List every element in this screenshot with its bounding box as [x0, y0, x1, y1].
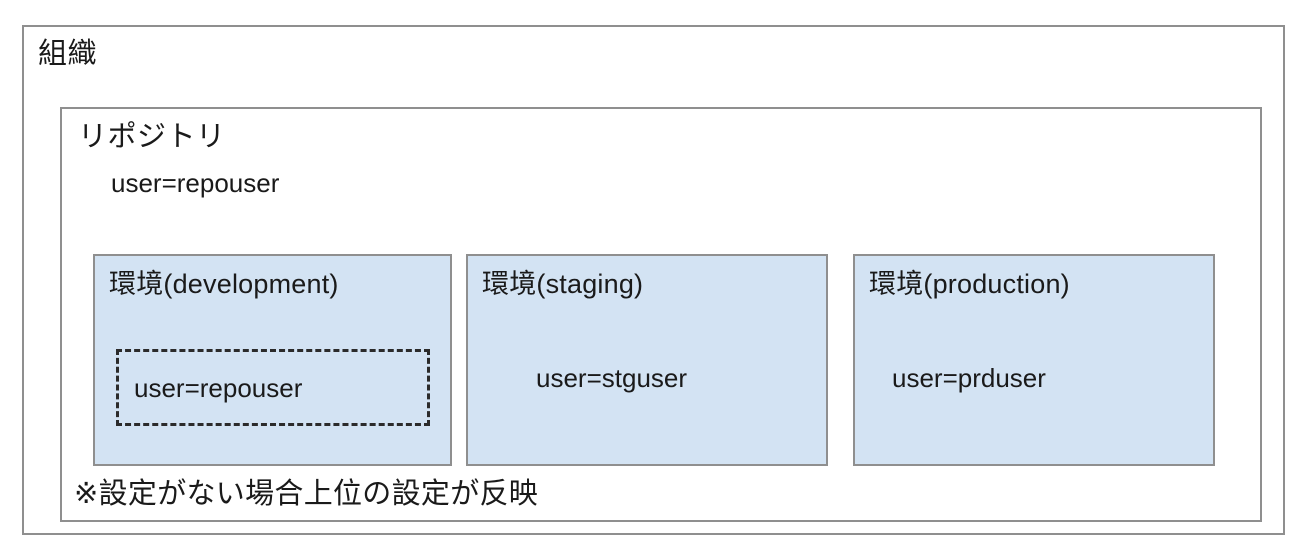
environment-box-staging: 環境(staging) user=stguser — [466, 254, 828, 466]
repository-title: リポジトリ — [78, 121, 226, 153]
environment-title-production: 環境(production) — [869, 269, 1070, 299]
environment-title-staging: 環境(staging) — [482, 269, 644, 299]
environment-setting-highlight-development: user=repouser — [116, 349, 430, 426]
environment-title-development: 環境(development) — [109, 269, 339, 299]
repository-container: リポジトリ user=repouser 環境(development) user… — [60, 107, 1262, 522]
environment-setting-value-staging: user=stguser — [536, 363, 688, 393]
organization-title: 組織 — [38, 38, 98, 70]
inheritance-note: ※設定がない場合上位の設定が反映 — [74, 478, 539, 510]
environment-setting-value-development: user=repouser — [134, 373, 303, 403]
environment-box-development: 環境(development) user=repouser — [93, 254, 452, 466]
environment-box-production: 環境(production) user=prduser — [853, 254, 1215, 466]
organization-container: 組織 リポジトリ user=repouser 環境(development) u… — [22, 25, 1285, 535]
repository-setting-value: user=repouser — [111, 168, 280, 198]
environment-setting-value-production: user=prduser — [892, 363, 1046, 393]
